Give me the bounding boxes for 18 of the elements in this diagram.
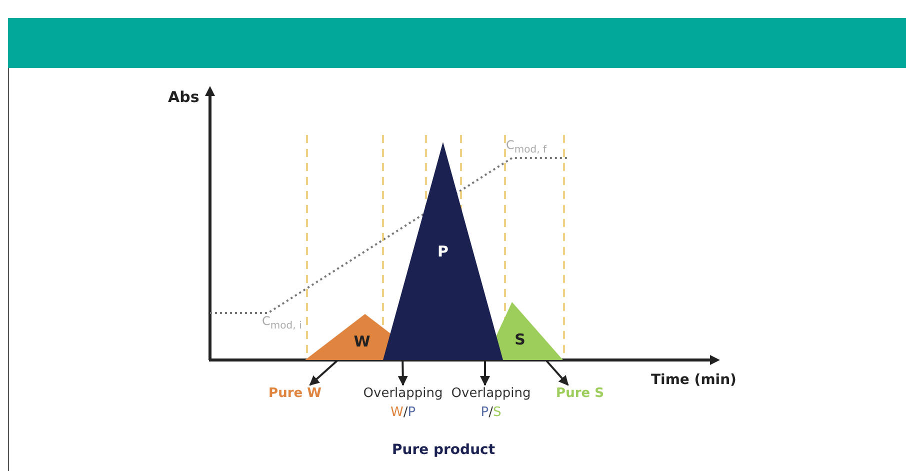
axis-label: Time (min) (651, 373, 736, 387)
callout-label: Overlapping (363, 386, 443, 402)
curve-label: C$_{mod, i}$ (262, 315, 302, 332)
callout-label: Pure S (556, 386, 604, 402)
leader-arrow (480, 360, 490, 386)
leader-arrow (309, 359, 339, 386)
leader-arrow (545, 359, 569, 386)
callout-label: Overlapping (451, 386, 531, 402)
fraction-label: P/S (480, 404, 502, 420)
caption-label: Pure product (392, 443, 496, 457)
leader-arrow (398, 360, 408, 386)
axis-label: Abs (168, 90, 200, 105)
peak-label: W (354, 334, 370, 350)
fraction-label: W/P (390, 404, 416, 420)
peak-label: P (438, 244, 448, 260)
curve-label: C$_{mod, f}$ (506, 139, 546, 156)
peak-label: S (514, 332, 526, 348)
callout-label: Pure W (268, 386, 322, 402)
